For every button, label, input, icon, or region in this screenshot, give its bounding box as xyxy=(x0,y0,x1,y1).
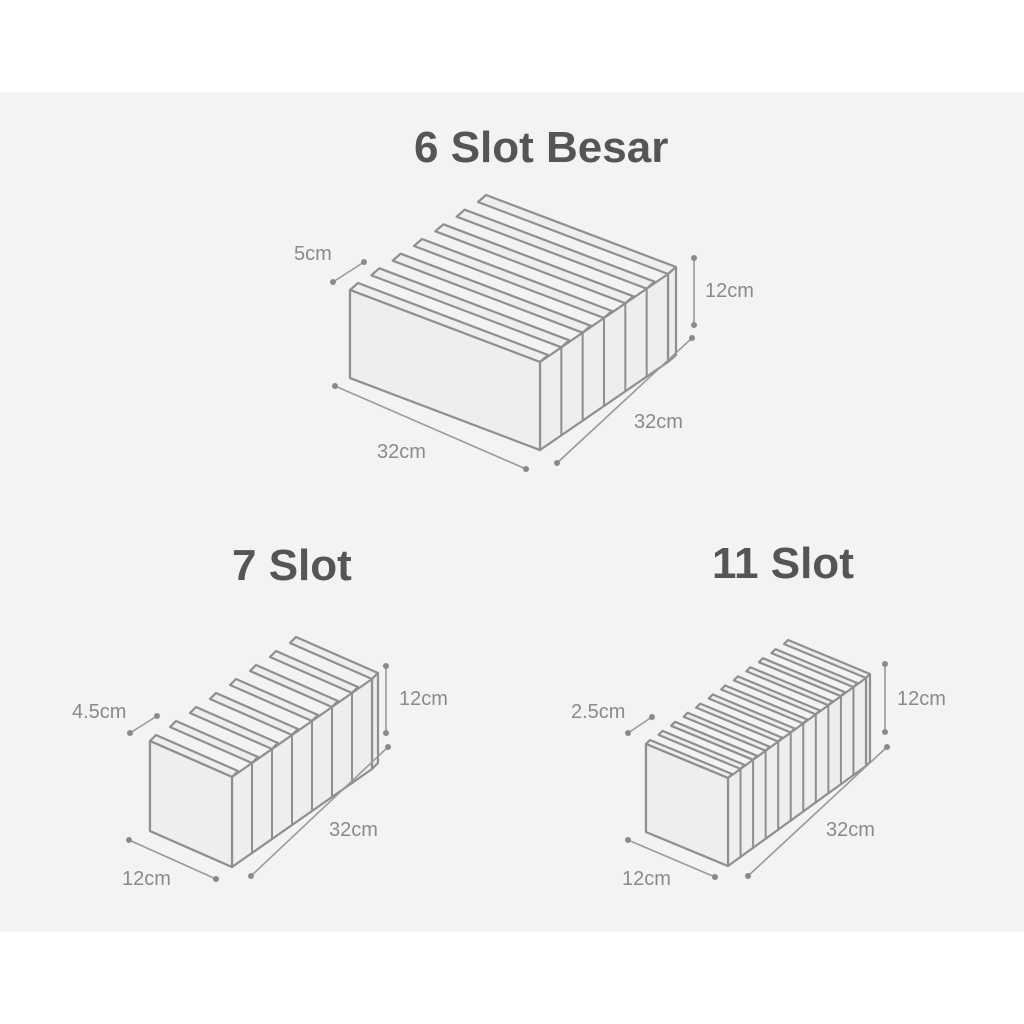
organizer-6-slot-drawing xyxy=(348,193,678,452)
box-big-front-face xyxy=(348,288,542,452)
dim-slot-width-seven: 4.5cm xyxy=(72,701,126,723)
dim-line-width-big xyxy=(556,337,693,464)
dim-slot-width-big: 5cm xyxy=(294,243,332,265)
dim-line-width-seven xyxy=(128,839,217,880)
dim-length-big: 32cm xyxy=(377,441,426,463)
box-seven-front-face xyxy=(148,739,234,869)
dim-line-length-big xyxy=(334,385,527,470)
dim-height-eleven: 12cm xyxy=(897,688,946,710)
dim-height-big: 12cm xyxy=(705,280,754,302)
dim-line-length-eleven xyxy=(747,746,888,877)
dim-width-big: 32cm xyxy=(634,411,683,433)
dim-line-width-eleven xyxy=(627,839,716,878)
dim-line-slot-eleven xyxy=(627,716,653,734)
dim-width-eleven: 12cm xyxy=(622,868,671,890)
dim-length-seven: 32cm xyxy=(329,819,378,841)
title-6-slot-besar: 6 Slot Besar xyxy=(414,123,669,172)
dim-slot-width-eleven: 2.5cm xyxy=(571,701,625,723)
box-big-divider-side-6 xyxy=(666,265,678,364)
organizer-7-slot-drawing xyxy=(148,635,380,869)
title-11-slot: 11 Slot xyxy=(712,539,854,588)
dim-height-seven: 12cm xyxy=(399,688,448,710)
dim-line-slot-big xyxy=(332,261,365,283)
title-7-slot: 7 Slot xyxy=(232,541,352,590)
organizer-11-slot-drawing xyxy=(644,638,872,868)
dim-line-slot-seven xyxy=(129,715,158,734)
dim-line-length-seven xyxy=(250,746,389,877)
dim-length-eleven: 32cm xyxy=(826,819,875,841)
dim-width-seven: 12cm xyxy=(122,868,171,890)
box-eleven-front-face xyxy=(644,742,730,868)
